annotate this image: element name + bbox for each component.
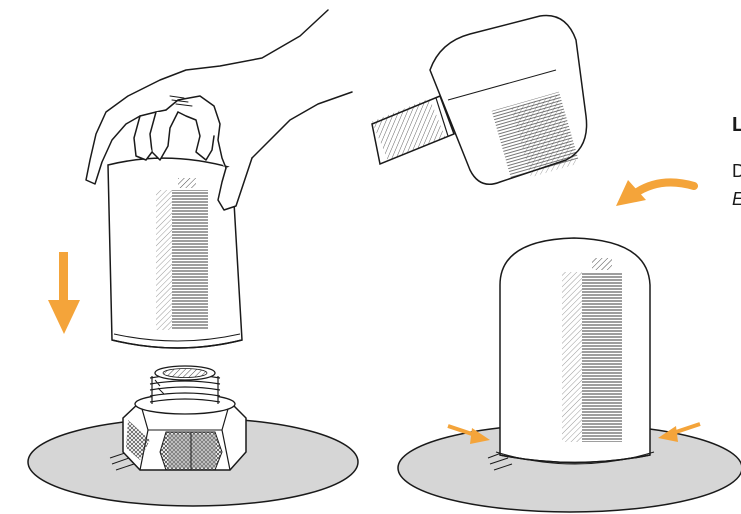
caption-block: L D E — [732, 112, 741, 212]
curved-arrow-icon — [616, 180, 694, 206]
mallet-icon — [372, 16, 587, 185]
caption-title: L — [732, 112, 741, 138]
caption-line-2: E — [732, 186, 741, 212]
left-panel — [28, 10, 358, 506]
domed-cap-icon — [496, 238, 654, 464]
nut-icon — [123, 366, 246, 470]
caption-line-1: D — [732, 158, 741, 184]
down-arrow-icon — [48, 252, 80, 334]
right-panel — [372, 16, 741, 513]
